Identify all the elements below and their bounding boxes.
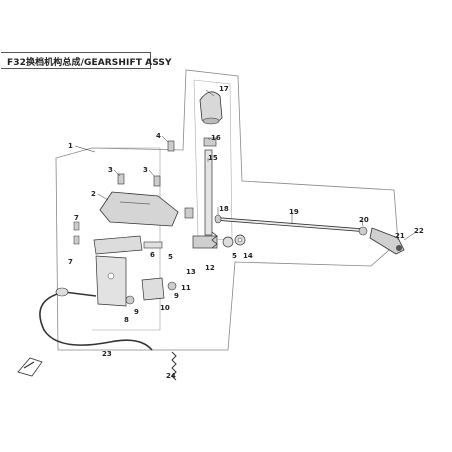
callout-6: 6	[150, 251, 155, 259]
callout-14: 14	[243, 252, 253, 260]
callout-11: 11	[181, 284, 191, 292]
callout-9b: 9	[174, 292, 179, 300]
callout-21: 21	[395, 232, 405, 240]
callout-19: 19	[289, 208, 299, 216]
side-plate	[95, 255, 127, 307]
screw-left-b	[73, 235, 80, 245]
diagram-title: F32换档机构总成/GEARSHIFT ASSY	[7, 58, 172, 68]
callout-7a: 7	[74, 214, 79, 222]
bracket-nut	[184, 207, 194, 219]
callout-23: 23	[102, 350, 112, 358]
nut-b	[167, 281, 177, 291]
callout-3b: 3	[143, 166, 148, 174]
shift-arm	[369, 227, 405, 255]
knob-nut	[203, 137, 217, 147]
front-direction-icon	[17, 357, 43, 377]
bolt-a	[117, 173, 125, 185]
callout-12: 12	[205, 264, 215, 272]
callout-20: 20	[359, 216, 369, 224]
pivot-pin	[143, 241, 163, 249]
gear-knob	[199, 91, 223, 125]
shift-cable	[39, 287, 153, 351]
callout-10: 10	[160, 304, 170, 312]
callout-9a: 9	[134, 308, 139, 316]
leader-lines	[74, 89, 417, 241]
shift-shaft	[217, 217, 361, 232]
bolt-b	[153, 175, 161, 187]
callout-2: 2	[91, 190, 96, 198]
return-spring	[171, 351, 177, 381]
callout-24: 24	[166, 372, 176, 380]
bushing-a	[222, 236, 234, 248]
callout-3a: 3	[108, 166, 113, 174]
callout-8: 8	[124, 316, 129, 324]
nut-a	[125, 295, 135, 305]
callout-22: 22	[414, 227, 424, 235]
bolt-c	[167, 140, 175, 152]
mounting-bracket	[99, 191, 179, 227]
callout-5b: 5	[232, 252, 237, 260]
title-box: F32换档机构总成/GEARSHIFT ASSY	[1, 52, 172, 69]
callout-17: 17	[219, 85, 229, 93]
callout-13: 13	[186, 268, 196, 276]
callout-16: 16	[211, 134, 221, 142]
callout-5a: 5	[168, 253, 173, 261]
link-plate	[93, 235, 143, 255]
group-box-left	[92, 147, 161, 331]
bushing-b	[234, 234, 246, 246]
callout-15: 15	[208, 154, 218, 162]
shaft-collar	[358, 226, 368, 236]
callout-7b: 7	[68, 258, 73, 266]
lever-pivot	[192, 231, 218, 249]
shift-lever-rod	[204, 149, 213, 236]
callout-18: 18	[219, 205, 229, 213]
screw-left-a	[73, 221, 80, 231]
washer	[214, 214, 222, 224]
callout-1: 1	[68, 142, 73, 150]
callout-4: 4	[156, 132, 161, 140]
lower-bracket	[141, 277, 165, 301]
